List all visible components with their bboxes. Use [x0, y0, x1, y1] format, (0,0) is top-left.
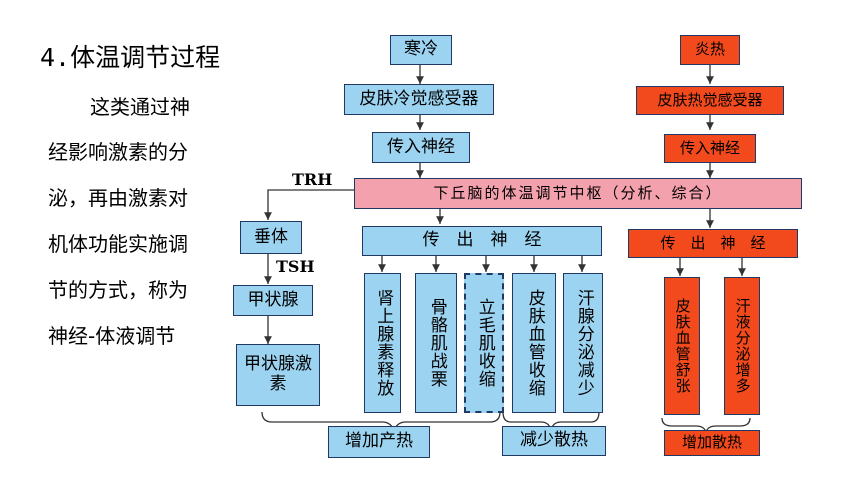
thyroid-hormone-box: 甲状腺激素	[236, 344, 320, 406]
para-line-1: 这类通过神	[90, 95, 190, 119]
trh-label: TRH	[292, 170, 333, 189]
effect-sweat-decrease: 汗腺分泌减少	[563, 273, 603, 413]
effect-skin-vessel-dilate: 皮肤血管舒张	[664, 277, 700, 415]
effect-adrenaline-release: 肾上腺素释放	[364, 273, 401, 413]
pituitary-box: 垂体	[240, 221, 302, 254]
hot-efferent-nerve-box: 传 出 神 经	[628, 229, 798, 258]
cold-box: 寒冷	[390, 35, 452, 65]
tsh-label: TSH	[276, 257, 315, 276]
para-line-2: 经影响激素的分	[48, 140, 188, 164]
increase-heat-loss-box: 增加散热	[664, 430, 760, 456]
para-line-4: 机体功能实施调	[48, 232, 188, 256]
para-line-5: 节的方式，称为	[48, 278, 188, 302]
effect-sweat-increase: 汗液分泌增多	[724, 277, 760, 415]
cold-receptor-box: 皮肤冷觉感受器	[344, 84, 494, 115]
para-line-3: 泌，再由激素对	[48, 186, 188, 210]
effect-skin-vessel-constrict: 皮肤血管收缩	[512, 273, 556, 413]
hypothalamus-center-box: 下丘脑的体温调节中枢（分析、综合）	[354, 178, 802, 209]
effect-arrector-pili-contract: 立毛肌收缩	[464, 273, 504, 413]
section-title: 4.体温调节过程	[40, 43, 221, 72]
increase-heat-production-box: 增加产热	[328, 426, 430, 458]
hot-receptor-box: 皮肤热觉感受器	[636, 86, 784, 115]
para-line-6: 神经-体液调节	[48, 324, 176, 348]
effect-muscle-shiver: 骨骼肌战栗	[415, 273, 457, 413]
hot-box: 炎热	[680, 35, 740, 65]
thyroid-box: 甲状腺	[233, 285, 313, 316]
reduce-heat-loss-box: 减少散热	[502, 426, 606, 456]
cold-afferent-nerve-box: 传入神经	[372, 132, 470, 163]
hot-afferent-nerve-box: 传入神经	[664, 134, 756, 163]
cold-efferent-nerve-box: 传 出 神 经	[362, 226, 602, 256]
